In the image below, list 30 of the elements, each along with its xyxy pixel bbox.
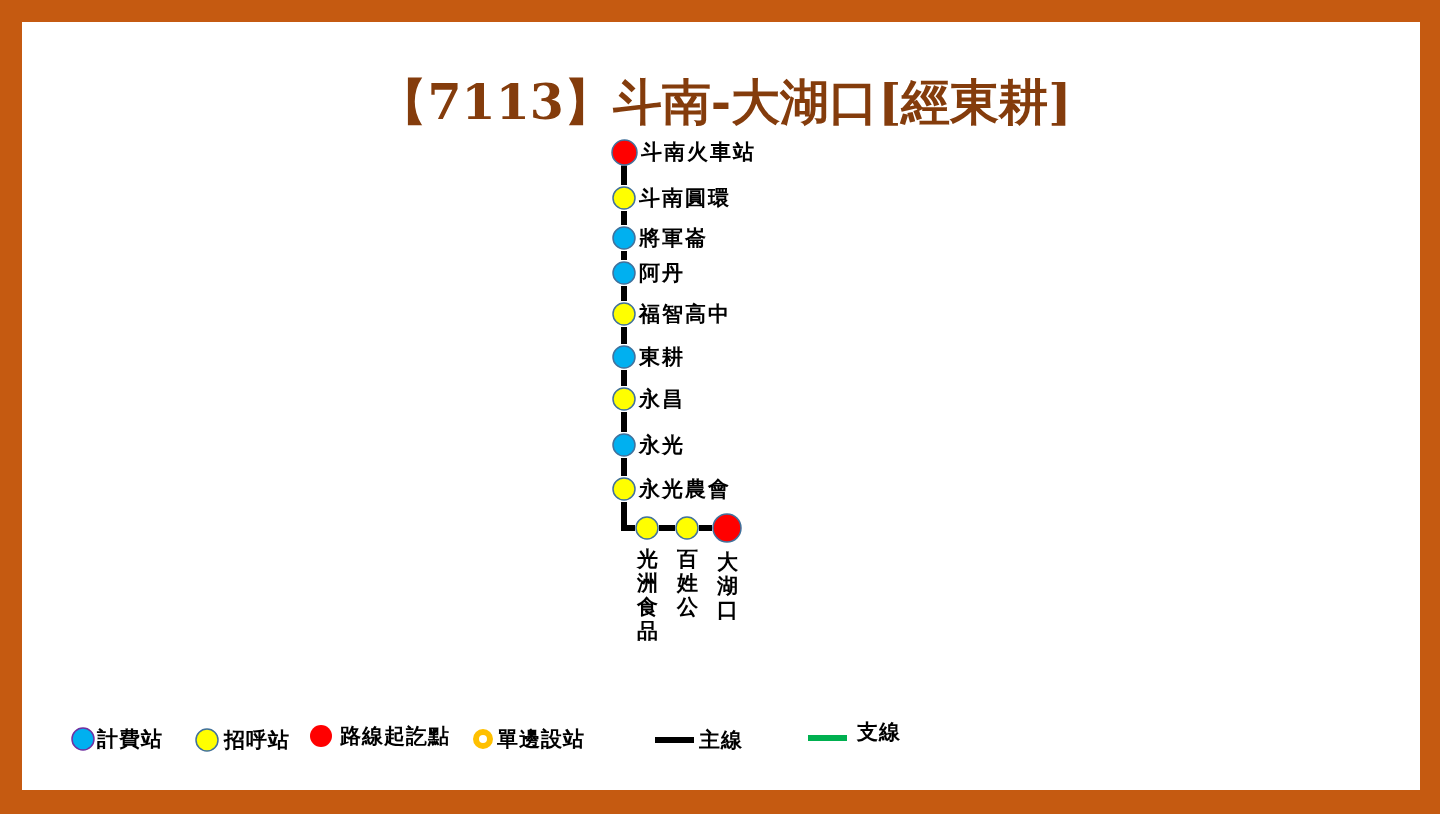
station-name: 將軍崙	[639, 226, 708, 250]
legend-label: 支線	[857, 719, 901, 745]
station-name: 永光	[639, 433, 685, 457]
legend-label: 招呼站	[224, 727, 290, 753]
station-name: 大湖口	[716, 550, 738, 622]
route-line	[621, 370, 627, 386]
station-name: 光洲食品	[636, 547, 658, 643]
legend-label: 單邊設站	[497, 726, 585, 752]
station-name: 永光農會	[639, 477, 731, 501]
route-line	[621, 286, 627, 301]
legend-label: 計費站	[97, 726, 163, 752]
station-name: 斗南圓環	[639, 186, 731, 210]
station-name: 斗南火車站	[640, 140, 756, 164]
legend-label: 路線起訖點	[340, 723, 450, 749]
route-line	[621, 211, 627, 225]
station-name: 阿丹	[639, 261, 685, 285]
station-name: 永昌	[639, 387, 685, 411]
title: 【7113】斗南-大湖口[經東耕]	[378, 73, 1072, 131]
route-line	[621, 165, 627, 185]
route-line	[621, 327, 627, 344]
route-line	[621, 458, 627, 476]
station-name: 福智高中	[639, 302, 731, 326]
station-name: 東耕	[639, 345, 685, 369]
route-line	[621, 412, 627, 432]
route-line	[621, 502, 635, 531]
route-line	[621, 251, 627, 260]
route-line	[699, 525, 712, 531]
route-line	[659, 525, 675, 531]
legend-label: 主線	[699, 727, 743, 753]
station-name: 百姓公	[676, 547, 698, 619]
